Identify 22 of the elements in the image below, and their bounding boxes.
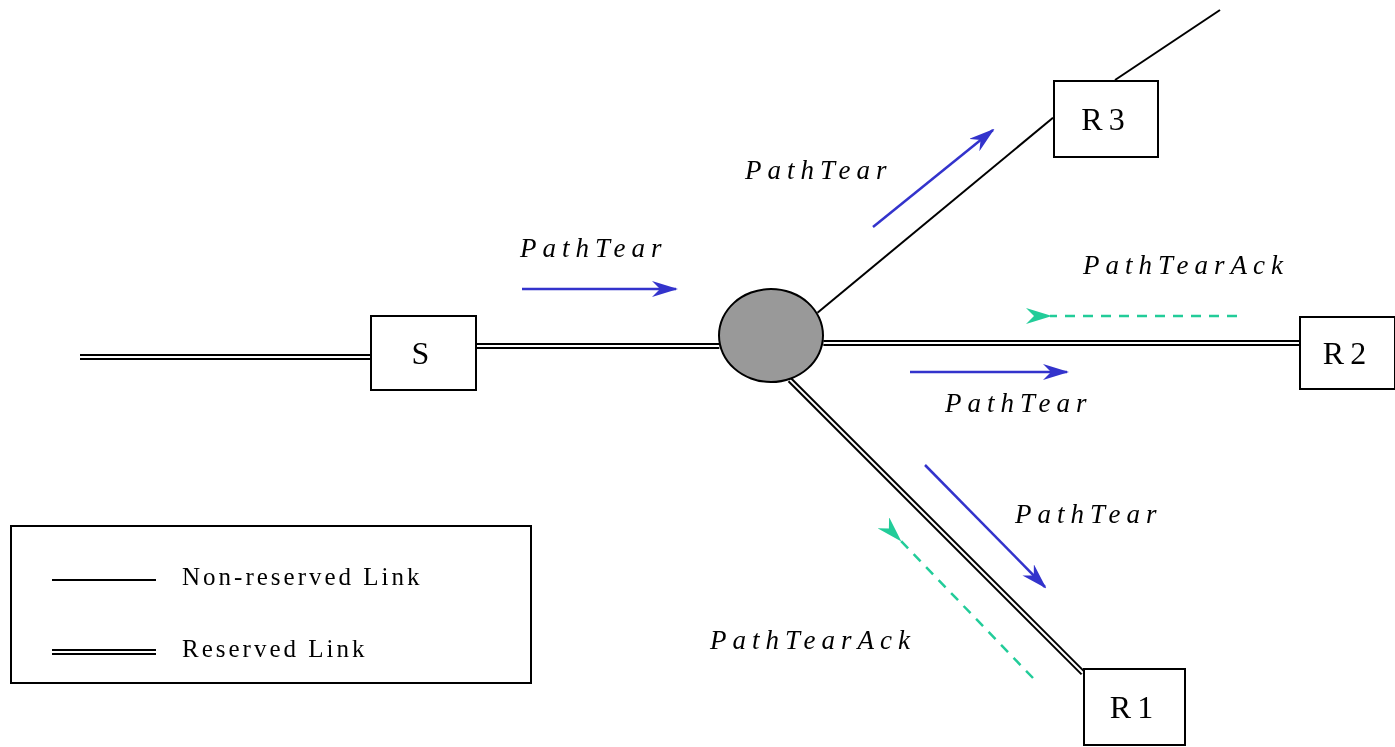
node-box (370, 315, 477, 391)
reserved-link-line (787, 377, 1086, 676)
message-label: PathTearAck (1083, 250, 1289, 281)
link-line (816, 116, 1054, 314)
node-label: S (411, 334, 436, 372)
link-line (1114, 9, 1221, 81)
node-box (1053, 80, 1159, 158)
legend-label: Reserved Link (182, 635, 368, 663)
node-label: R3 (1081, 100, 1131, 138)
legend-label: Non-reserved Link (182, 563, 423, 591)
message-label: PathTear (745, 155, 893, 186)
reserved-link-line (477, 343, 720, 349)
message-label: PathTear (520, 233, 668, 264)
node-label: R1 (1109, 688, 1160, 726)
node-box (1299, 316, 1395, 390)
message-label: PathTearAck (710, 625, 916, 656)
reserved-link-line (80, 354, 370, 360)
message-label: PathTear (1015, 499, 1163, 530)
node-label: R2 (1322, 334, 1373, 372)
reserved-link-line (823, 340, 1299, 346)
node-box (1083, 668, 1186, 746)
message-label: PathTear (945, 388, 1093, 419)
